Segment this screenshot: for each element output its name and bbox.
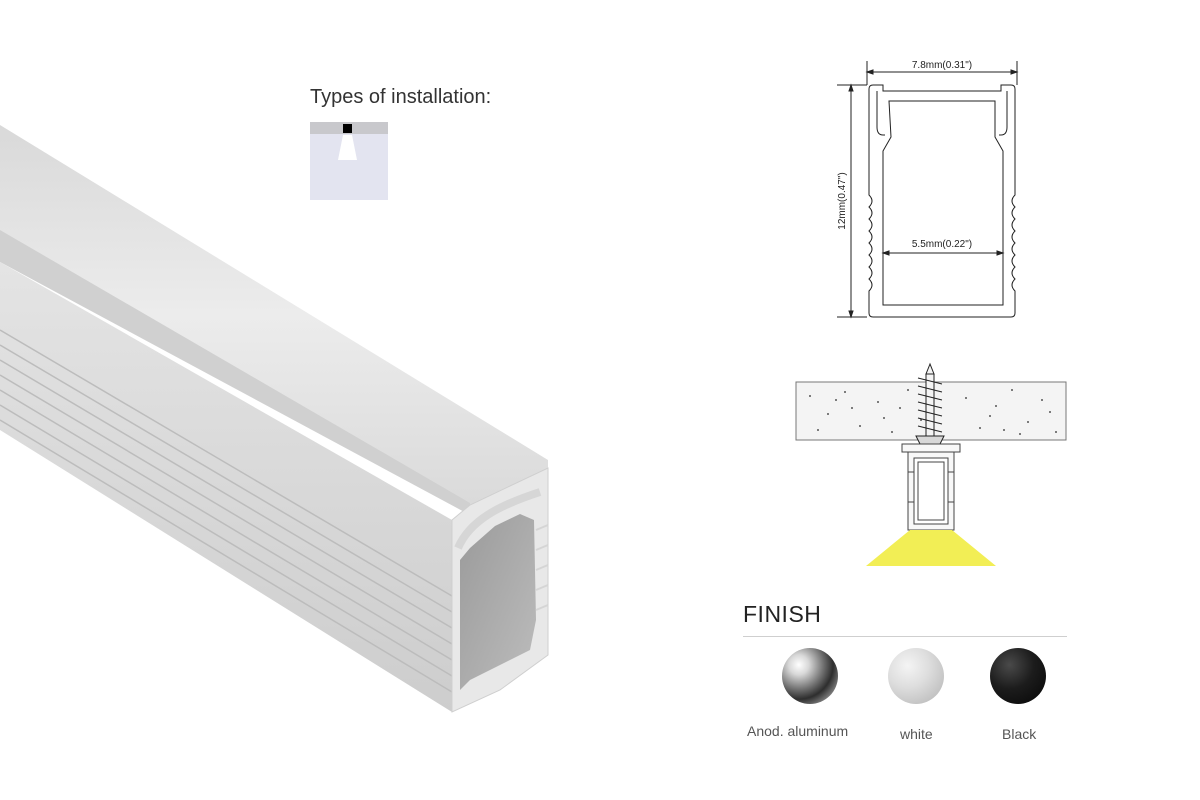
- profile-width-label: 7.8mm(0.31"): [912, 60, 972, 71]
- finish-divider: [743, 636, 1067, 637]
- finish-swatch-black: [990, 648, 1046, 704]
- surface-mounting-diagram: [795, 362, 1067, 566]
- profile-cross-section-drawing: 7.8mm(0.31") 12mm(0.47") 5.5mm(0.22"): [837, 60, 1019, 319]
- finish-swatch-anodized-aluminum: [782, 648, 838, 704]
- finish-label-anodized-aluminum: Anod. aluminum: [747, 723, 849, 739]
- profile-height-label: 12mm(0.47"): [837, 172, 848, 229]
- product-render-image: [0, 125, 549, 713]
- installation-types-title: Types of installation:: [310, 86, 492, 108]
- finish-swatch-white: [888, 648, 944, 704]
- finish-label-black: Black: [1002, 726, 1037, 742]
- profile-inner-width-label: 5.5mm(0.22"): [912, 239, 972, 250]
- finish-title: FINISH: [743, 601, 822, 627]
- finish-label-white: white: [900, 726, 933, 742]
- surface-mount-icon: [310, 122, 388, 200]
